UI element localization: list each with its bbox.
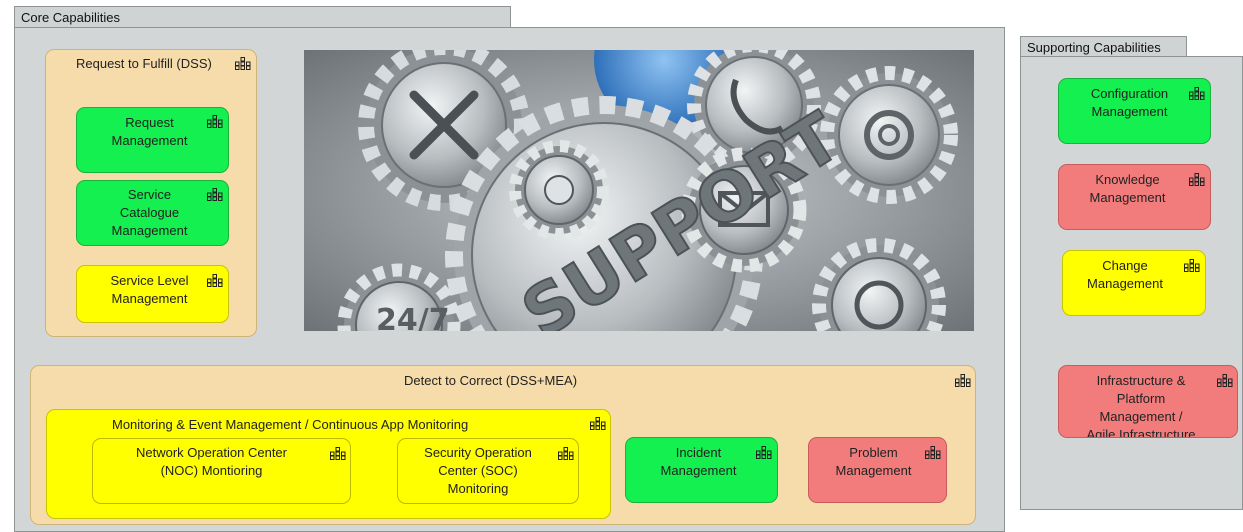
supporting-capabilities-title: Supporting Capabilities (1027, 40, 1161, 55)
capability-icon (558, 447, 574, 460)
capability-icon (207, 188, 223, 201)
request-to-fulfill-container[interactable]: Request to Fulfill (DSS) Request Managem… (45, 49, 257, 337)
capability-icon (207, 274, 223, 287)
request-to-fulfill-title: Request to Fulfill (DSS) (76, 56, 212, 71)
capability-icon (330, 447, 346, 460)
soc-monitoring-label: Security Operation Center (SOC) Monitori… (424, 445, 532, 496)
service-catalogue-management-box[interactable]: Service Catalogue Management (76, 180, 229, 246)
noc-monitoring-label: Network Operation Center (NOC) Montiorin… (135, 445, 287, 478)
capability-icon (756, 446, 772, 459)
detect-to-correct-title: Detect to Correct (DSS+MEA) (404, 373, 578, 388)
capability-icon (1189, 173, 1205, 186)
core-capabilities-tab[interactable]: Core Capabilities (14, 6, 511, 28)
knowledge-management-box[interactable]: Knowledge Management (1058, 164, 1211, 230)
problem-management-box[interactable]: Problem Management (808, 437, 947, 503)
incident-management-box[interactable]: Incident Management (625, 437, 778, 503)
capability-icon (955, 374, 971, 387)
soc-monitoring-box[interactable]: Security Operation Center (SOC) Monitori… (397, 438, 579, 504)
incident-management-label: Incident Management (660, 445, 737, 478)
badge-247-text: 24/7 (376, 303, 450, 331)
capability-icon (590, 417, 606, 430)
support-gears-image: SUPPORT 24/7 (304, 50, 974, 331)
capability-icon (1217, 374, 1233, 387)
infrastructure-platform-management-box[interactable]: Infrastructure & Platform Management / A… (1058, 365, 1238, 438)
service-level-management-label: Service Level Management (110, 273, 189, 306)
capability-icon (1184, 259, 1200, 272)
core-capabilities-title: Core Capabilities (21, 10, 120, 25)
detect-to-correct-container[interactable]: Detect to Correct (DSS+MEA) Monitoring &… (30, 365, 976, 525)
capability-icon (207, 115, 223, 128)
request-management-label: Request Management (111, 115, 188, 148)
supporting-capabilities-tab[interactable]: Supporting Capabilities (1020, 36, 1187, 57)
knowledge-management-label: Knowledge Management (1089, 172, 1166, 205)
capability-icon (235, 57, 251, 70)
problem-management-label: Problem Management (835, 445, 912, 478)
service-catalogue-management-label: Service Catalogue Management (111, 187, 188, 238)
change-management-label: Change Management (1087, 258, 1163, 291)
configuration-management-box[interactable]: Configuration Management (1058, 78, 1211, 144)
request-management-box[interactable]: Request Management (76, 107, 229, 173)
change-management-box[interactable]: Change Management (1062, 250, 1206, 316)
monitoring-event-management-box[interactable]: Monitoring & Event Management / Continuo… (46, 409, 611, 519)
capability-icon (925, 446, 941, 459)
monitoring-event-management-title: Monitoring & Event Management / Continuo… (112, 417, 469, 432)
capability-icon (1189, 87, 1205, 100)
configuration-management-label: Configuration Management (1090, 86, 1169, 119)
noc-monitoring-box[interactable]: Network Operation Center (NOC) Montiorin… (92, 438, 351, 504)
service-level-management-box[interactable]: Service Level Management (76, 265, 229, 323)
infrastructure-platform-management-label: Infrastructure & Platform Management / A… (1086, 373, 1196, 438)
